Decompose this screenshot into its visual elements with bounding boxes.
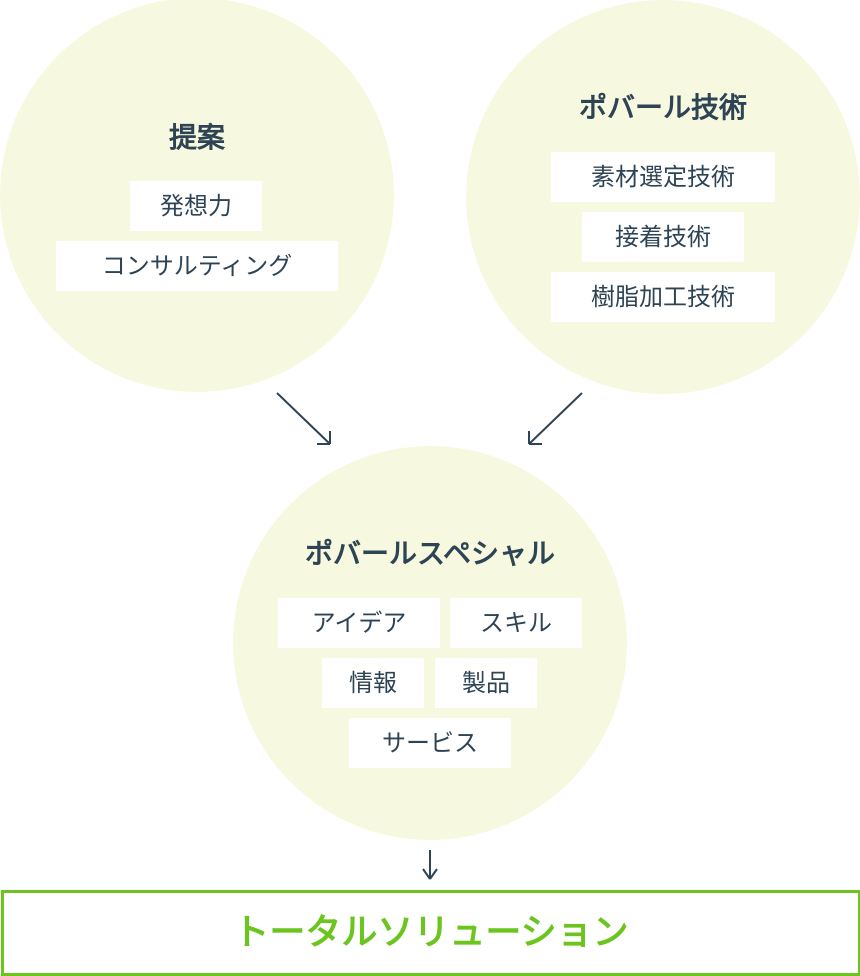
proposal-circle: 提案 発想力 コンサルティング [0,0,394,392]
total-solution-box: トータルソリューション [1,890,860,976]
special-tag: アイデア [278,598,440,648]
special-tag: 製品 [435,658,537,708]
technology-tag: 接着技術 [582,212,744,262]
proposal-tag: 発想力 [130,181,262,231]
arrow-down-left-icon [528,392,583,445]
special-tag: スキル [450,598,582,648]
technology-tag: 樹脂加工技術 [551,272,775,322]
proposal-title: 提案 [168,121,225,154]
technology-title: ポバール技術 [578,91,747,124]
special-circle: ポバールスペシャル アイデア スキル 情報 製品 サービス [233,446,627,840]
special-title: ポバールスペシャル [304,537,556,570]
arrow-down-right-icon [276,392,331,445]
arrow-down-icon [422,850,438,880]
technology-tag: 素材選定技術 [551,152,775,202]
special-tag: サービス [349,718,511,768]
proposal-tag: コンサルティング [56,241,338,291]
technology-circle: ポバール技術 素材選定技術 接着技術 樹脂加工技術 [466,0,860,394]
special-tag: 情報 [322,658,424,708]
